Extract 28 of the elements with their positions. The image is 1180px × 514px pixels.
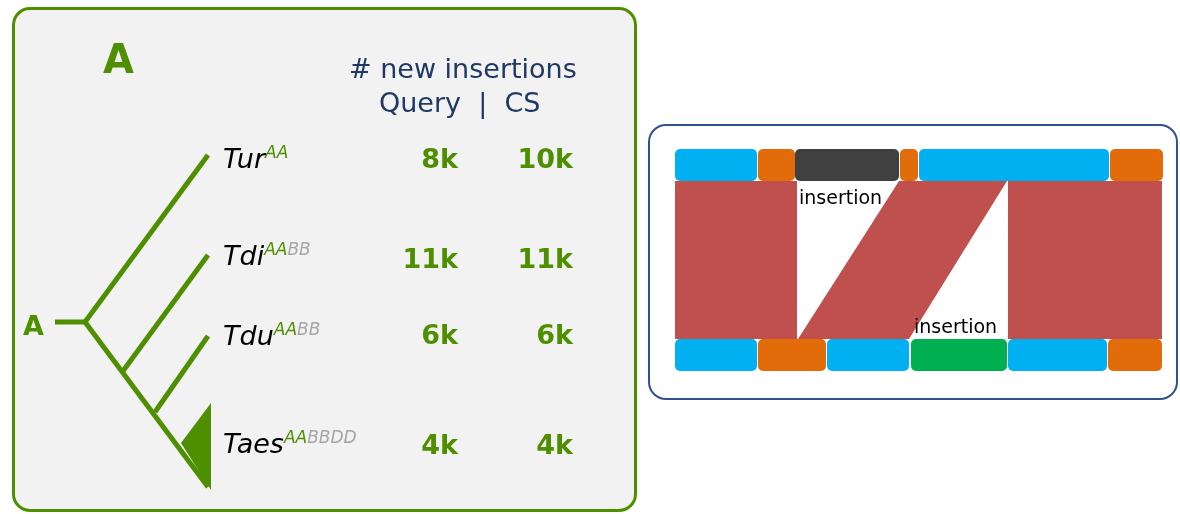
segment-bar	[795, 149, 899, 181]
count-value: 6k	[420, 321, 458, 348]
segment-bar	[675, 339, 757, 371]
count-value: 8k	[420, 145, 458, 172]
segment-bar	[1110, 149, 1163, 181]
root-label: A	[23, 312, 44, 339]
count-value: 4k	[420, 431, 458, 458]
count-value: 11k	[401, 245, 458, 272]
segment-caption: insertion	[914, 317, 998, 336]
segment-bar	[675, 149, 757, 181]
segment-bar	[758, 339, 826, 371]
species-name: Tur$^{AA}$	[223, 144, 289, 172]
panel-letter: A	[103, 39, 134, 79]
segment-bar	[900, 149, 918, 181]
panel	[648, 124, 1178, 400]
segment-bar	[911, 339, 1007, 371]
segment-bar	[758, 149, 795, 181]
segment-bar	[1108, 339, 1162, 371]
count-value: 11k	[516, 245, 573, 272]
segment-bar	[919, 149, 1109, 181]
segment-bar	[1008, 339, 1107, 371]
count-value: 4k	[535, 431, 573, 458]
segment-caption: insertion	[799, 188, 883, 207]
panel	[12, 7, 637, 512]
segment-bar	[827, 339, 909, 371]
count-value: 6k	[535, 321, 573, 348]
count-value: 10k	[516, 145, 573, 172]
column-heading: # new insertions	[349, 55, 577, 82]
